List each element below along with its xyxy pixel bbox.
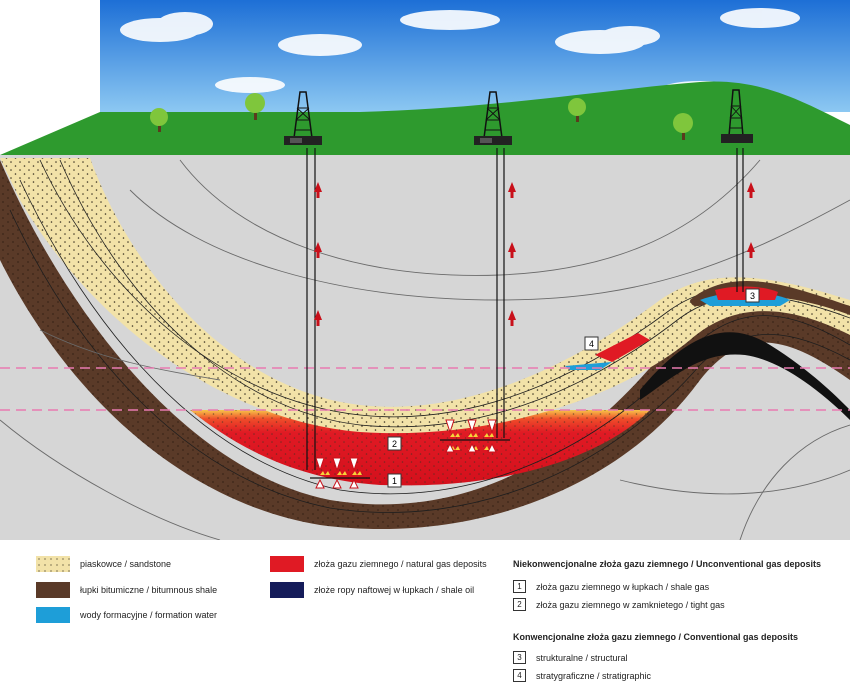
marker-3: 3: [745, 288, 760, 303]
legend-swatch-gas: [270, 556, 304, 572]
anticline-core: [640, 332, 850, 420]
svg-text:2: 2: [392, 439, 397, 449]
marker-1: 1: [387, 473, 402, 488]
drilling-rig-icon: [474, 91, 512, 145]
conventional-title: Konwencjonalne złoża gazu ziemnego / Con…: [513, 632, 799, 642]
unconventional-title: Niekonwencjonalne złoża gazu ziemnego / …: [513, 559, 822, 569]
legend-swatch-sandstone: [36, 556, 70, 572]
legend-num-3: 3: [513, 651, 526, 664]
legend-label-stratigraphic: stratygraficzne / stratigraphic: [536, 671, 652, 681]
arrow-down-icon: [315, 419, 497, 472]
legend-label-water: wody formacyjne / formation water: [80, 610, 218, 620]
legend-label-shale-oil: złoże ropy naftowej w łupkach / shale oi…: [314, 585, 475, 595]
tree-icon: [150, 108, 168, 132]
legend-num-1: 1: [513, 580, 526, 593]
svg-text:3: 3: [750, 291, 755, 301]
legend-label-tight-gas: złoża gazu ziemnego w zamknietego / tigh…: [536, 600, 725, 610]
legend-swatch-shale-oil: [270, 582, 304, 598]
legend-label-sandstone: piaskowce / sandstone: [80, 559, 172, 569]
structural-contours: [0, 159, 850, 540]
drilling-rig-icon: [284, 91, 322, 145]
drilling-rig-icon: [721, 89, 753, 143]
legend: piaskowce / sandstone łupki bitumiczne /…: [0, 540, 850, 690]
arrow-up-icon: [314, 182, 755, 326]
wells: [306, 148, 744, 470]
tree-icon: [568, 98, 586, 122]
marker-2: 2: [387, 436, 402, 451]
tree-icon: [673, 113, 693, 140]
legend-num-2: 2: [513, 598, 526, 611]
tree-icon: [245, 93, 265, 120]
legend-num-4: 4: [513, 669, 526, 682]
legend-label-gas: złoża gazu ziemnego / natural gas deposi…: [314, 559, 487, 569]
svg-text:1: 1: [392, 476, 397, 486]
marker-4: 4: [584, 336, 599, 351]
legend-swatch-water: [36, 607, 70, 623]
legend-label-shale-gas: złoża gazu ziemnego w łupkach / shale ga…: [536, 582, 710, 592]
legend-swatch-shale: [36, 582, 70, 598]
stratigraphic-gas-trap: [595, 333, 650, 362]
legend-label-shale: łupki bitumiczne / bitumnous shale: [80, 585, 218, 595]
svg-text:4: 4: [589, 339, 594, 349]
geology-cross-section: 1 2 3 4: [0, 0, 850, 540]
ground-surface: [0, 81, 850, 155]
legend-label-structural: strukturalne / structural: [536, 653, 628, 663]
arrow-up-icon: [315, 442, 497, 489]
